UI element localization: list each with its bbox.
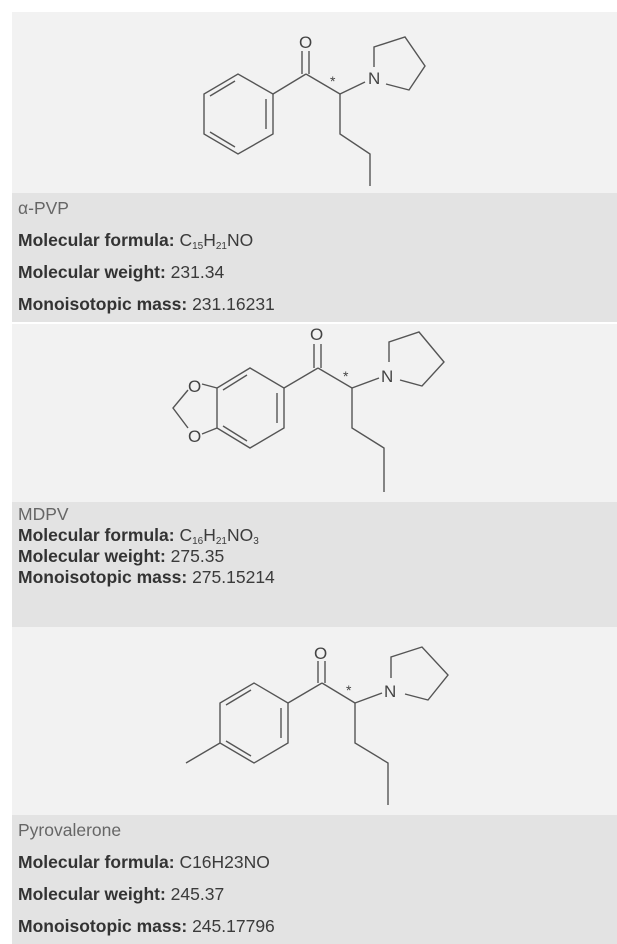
info-panel-alpha-pvp: α-PVP Molecular formula: C15H21NO Molecu… [12,193,617,322]
oxygen-atom-label: O [314,644,327,663]
compound-name: MDPV [18,504,69,524]
benzene-ring [203,73,274,155]
weight-line: Molecular weight: 275.35 [18,546,224,567]
formula-label: Molecular formula: [18,230,175,250]
weight-value: 245.37 [170,884,225,904]
nitrogen-atom-label: N [381,367,393,386]
mass-line: Monoisotopic mass: 231.16231 [18,294,275,315]
weight-label: Molecular weight: [18,546,166,566]
nitrogen-atom-label: N [384,682,396,701]
mass-line: Monoisotopic mass: 275.15214 [18,567,275,588]
benzene-ring [219,682,289,764]
benzene-ring [216,367,285,449]
mass-line: Monoisotopic mass: 245.17796 [18,916,275,937]
weight-value: 231.34 [170,262,225,282]
formula-value: C16H23NO [179,852,270,872]
mass-label: Monoisotopic mass: [18,567,188,587]
structure-pyrovalerone: O N * [185,644,449,805]
formula-line: Molecular formula: C15H21NO [18,230,254,252]
oxygen-atom-label: O [299,33,312,52]
structure-mdpv: O O O N * [172,325,445,492]
oxygen-atom-label: O [310,325,323,344]
oxygen-atom-label: O [188,377,201,396]
weight-label: Molecular weight: [18,884,166,904]
compound-name: α-PVP [18,198,69,218]
formula-label: Molecular formula: [18,852,175,872]
nitrogen-atom-label: N [368,69,380,88]
structure-panel-pyrovalerone: O N * [12,627,617,815]
mass-value: 245.17796 [192,916,275,936]
stereocenter-marker: * [343,368,349,384]
structure-alpha-pvp: O N * [203,33,426,186]
formula-line: Molecular formula: C16H21NO3 [18,525,259,547]
weight-line: Molecular weight: 245.37 [18,884,224,905]
stereocenter-marker: * [346,682,352,698]
formula-label: Molecular formula: [18,525,175,545]
compound-name: Pyrovalerone [18,820,122,840]
weight-value: 275.35 [170,546,225,566]
structure-panel-mdpv: O O O N * [12,324,617,502]
mass-value: 275.15214 [192,567,275,587]
mass-label: Monoisotopic mass: [18,916,188,936]
formula-line: Molecular formula: C16H23NO [18,852,270,873]
weight-line: Molecular weight: 231.34 [18,262,224,283]
weight-label: Molecular weight: [18,262,166,282]
mass-label: Monoisotopic mass: [18,294,188,314]
info-panel-mdpv: MDPV Molecular formula: C16H21NO3 Molecu… [12,502,617,627]
mass-value: 231.16231 [192,294,275,314]
info-panel-pyrovalerone: Pyrovalerone Molecular formula: C16H23NO… [12,815,617,944]
oxygen-atom-label: O [188,427,201,446]
stereocenter-marker: * [330,73,336,89]
structure-panel-alpha-pvp: O N * [12,12,617,193]
